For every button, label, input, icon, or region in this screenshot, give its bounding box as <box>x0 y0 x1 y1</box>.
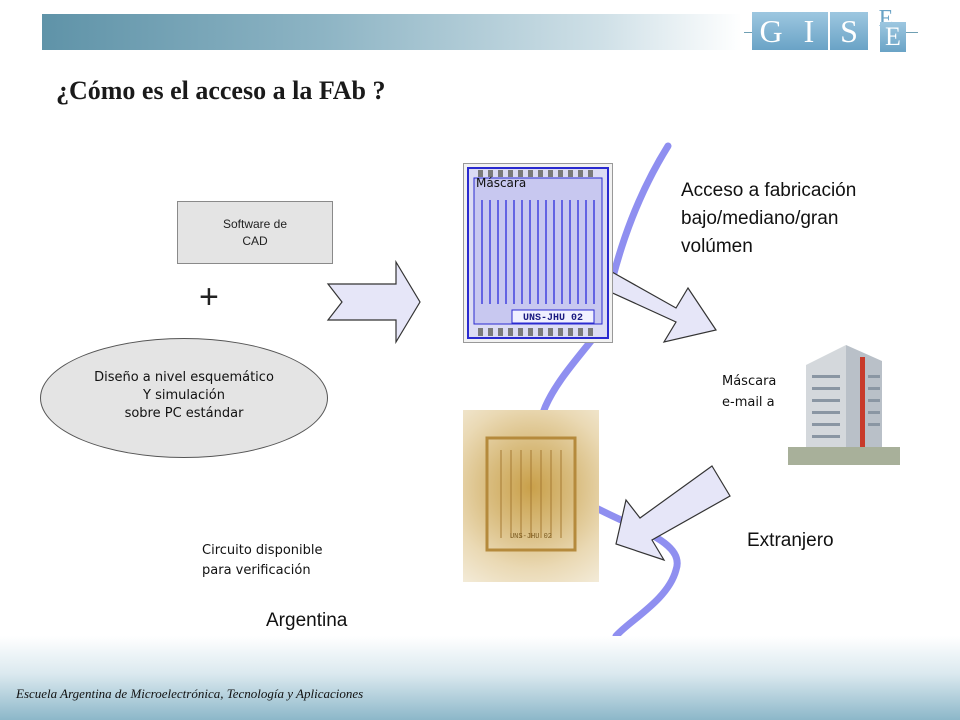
schematic-line2: Y simulación <box>143 388 225 403</box>
plus-sign: + <box>199 278 219 316</box>
chip-marking-photo: UNS-JHU 02 <box>510 533 552 541</box>
abroad-label: Extranjero <box>747 530 834 551</box>
footer-band <box>0 636 960 720</box>
footer-text: Escuela Argentina de Microelectrónica, T… <box>16 686 364 701</box>
argentina-label: Argentina <box>266 610 348 631</box>
main-flow-arrow <box>326 259 421 345</box>
circuit-available-line1: Circuito disponible <box>202 543 323 558</box>
fabricated-chip-photo: UNS-JHU 02 <box>463 410 599 582</box>
chip-photo-graphic: UNS-JHU 02 <box>485 436 577 552</box>
logo-divider <box>906 32 918 33</box>
logo-letter-i: I <box>790 12 828 50</box>
circuit-return-arrow <box>615 465 731 562</box>
foundry-building-image <box>788 335 900 465</box>
chip-marking-top: UNS-JHU 02 <box>523 313 583 324</box>
mask-label-top: Máscara <box>476 176 527 190</box>
logo-letter-g: G <box>752 12 790 50</box>
building-graphic <box>788 335 900 465</box>
cad-box-label-line2: CAD <box>242 234 268 248</box>
fab-access-line3: volúmen <box>681 236 753 257</box>
fab-access-line2: bajo/mediano/gran <box>681 208 839 229</box>
schematic-design-ellipse: Diseño a nivel esquemático Y simulación … <box>40 338 328 458</box>
cad-box-label-line1: Software de <box>222 217 288 231</box>
schematic-line1: Diseño a nivel esquemático <box>94 370 274 385</box>
logo-letter-s: S <box>830 12 868 50</box>
logo-letter-e-box: E <box>880 22 906 52</box>
email-label: e-mail a <box>722 395 775 410</box>
header-band <box>42 14 742 50</box>
chip-layout-image: UNS-JHU 02 <box>463 163 613 343</box>
mask-send-arrow <box>605 271 717 343</box>
slide-title: ¿Cómo es el acceso a la FAb ? <box>56 76 386 105</box>
circuit-available-line2: para verificación <box>202 563 311 578</box>
chip-layout-graphic: UNS-JHU 02 <box>467 167 609 339</box>
logo-divider <box>744 32 752 33</box>
cad-software-box: Software de CAD <box>177 201 333 264</box>
fab-access-line1: Acceso a fabricación <box>681 180 857 201</box>
schematic-line3: sobre PC estándar <box>124 406 244 421</box>
mask-label-right: Máscara <box>722 374 777 389</box>
fab-access-heading: Acceso a fabricación bajo/mediano/gran v… <box>681 177 856 261</box>
